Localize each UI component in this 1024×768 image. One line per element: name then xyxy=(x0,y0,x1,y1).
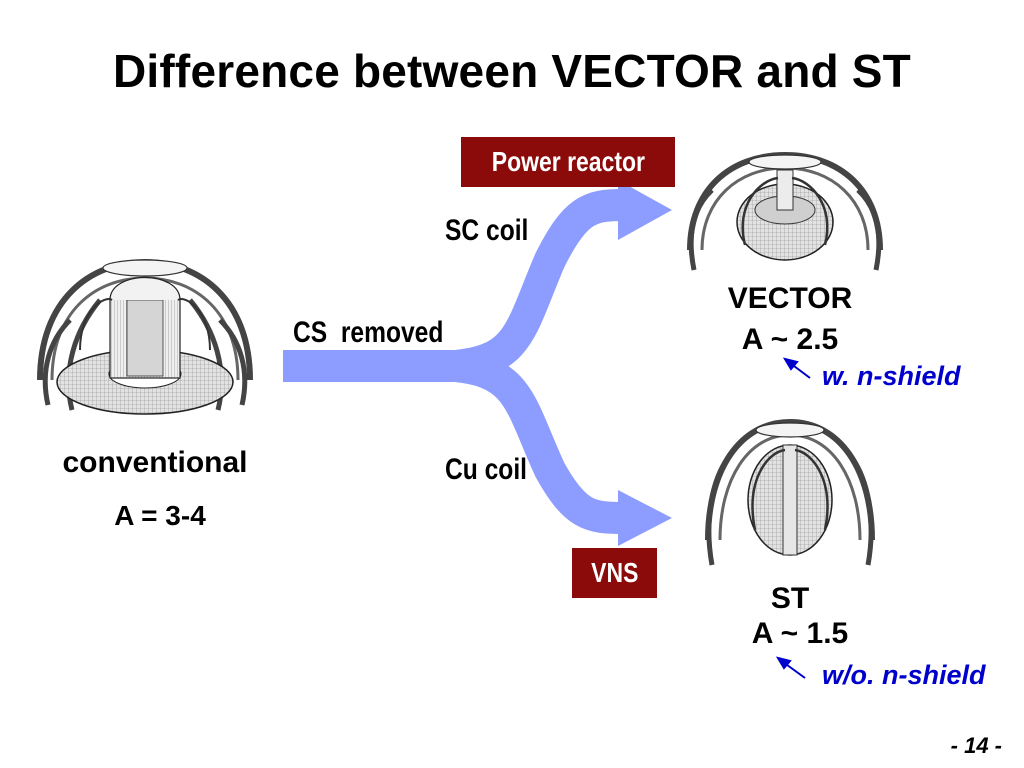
vector-note-pointer-head xyxy=(782,357,799,371)
conventional-tokamak-icon xyxy=(37,258,253,415)
sc-coil-label: SC coil xyxy=(445,214,529,247)
st-note-pointer-head xyxy=(775,656,792,670)
page-number: - 14 - xyxy=(950,733,1002,758)
st-tokamak-icon xyxy=(705,418,875,566)
conventional-aspect-ratio: A = 3-4 xyxy=(114,500,206,531)
vector-shield-note: w. n-shield xyxy=(822,361,961,391)
st-shield-note: w/o. n-shield xyxy=(822,660,986,690)
upper-arrow-head xyxy=(618,180,672,240)
vector-label: VECTOR xyxy=(727,282,853,315)
lower-arrow-head xyxy=(618,490,672,546)
vector-aspect-ratio: A ~ 2.5 xyxy=(741,323,839,356)
branch-arrows xyxy=(283,180,672,546)
upper-arrow-shaft xyxy=(453,189,623,382)
vector-tokamak-icon xyxy=(687,151,883,271)
cu-coil-label: Cu coil xyxy=(445,453,528,486)
vns-tag: VNS xyxy=(572,548,657,598)
slide-title: Difference between VECTOR and ST xyxy=(113,45,911,97)
vns-tag-label: VNS xyxy=(590,557,639,588)
lower-arrow-shaft xyxy=(453,350,623,534)
main-arrow-shaft xyxy=(283,350,463,382)
st-aspect-ratio: A ~ 1.5 xyxy=(751,617,849,650)
power-reactor-tag: Power reactor xyxy=(461,137,675,187)
power-reactor-tag-label: Power reactor xyxy=(491,146,645,177)
conventional-label: conventional xyxy=(62,446,248,479)
st-label: ST xyxy=(770,582,810,615)
note-pointers xyxy=(775,357,811,679)
cs-removed-label: CS removed xyxy=(293,316,444,349)
